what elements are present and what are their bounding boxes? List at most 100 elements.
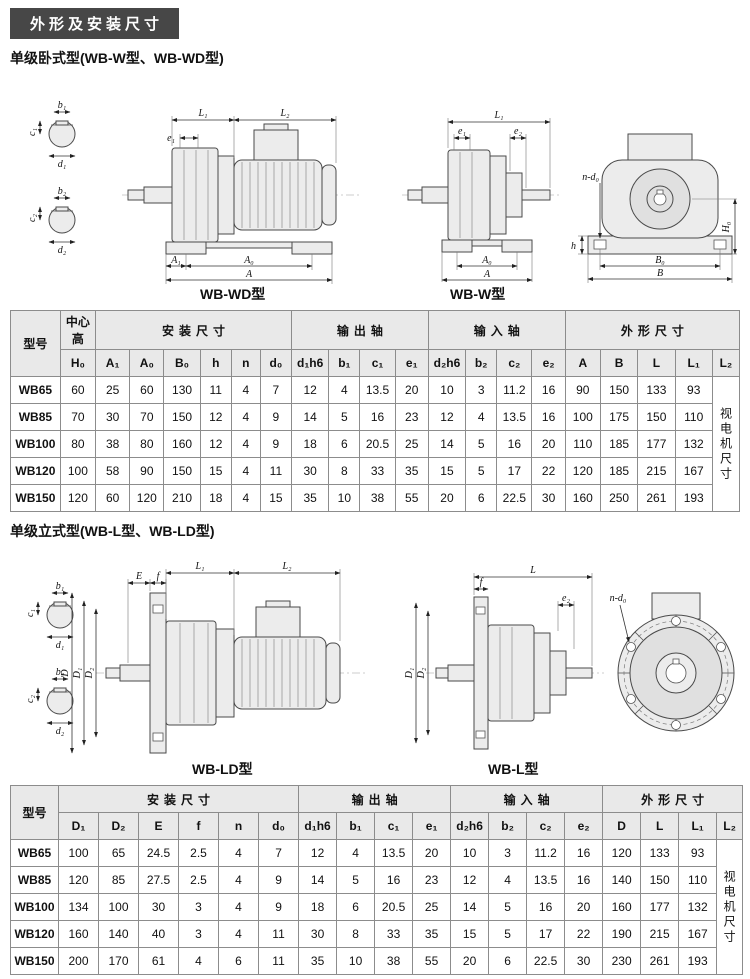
- column-header: L₂: [711, 349, 741, 377]
- column-header: c₂: [496, 349, 533, 377]
- value-cell: 160: [163, 430, 201, 458]
- value-cell: 130: [163, 376, 201, 404]
- value-cell: 4: [328, 376, 361, 404]
- value-cell: 160: [58, 920, 99, 948]
- value-cell: 5: [328, 403, 361, 431]
- l2-note-cell: 视电机尺寸: [711, 376, 741, 512]
- column-header: A₀: [129, 349, 165, 377]
- dim-e2-l: e₂: [562, 593, 570, 604]
- dim-A1: A₁: [170, 255, 181, 266]
- value-cell: 14: [427, 430, 467, 458]
- value-cell: 4: [218, 893, 259, 921]
- column-header: e₁: [412, 812, 452, 840]
- column-group-install-2: 安装尺寸: [57, 785, 300, 813]
- section-heading-vertical: 单级立式型(WB-L型、WB-LD型): [10, 523, 215, 539]
- wb-w-side-view: L₁ e₁ e₂ A₀ A: [402, 110, 562, 282]
- value-cell: 22: [531, 457, 566, 485]
- value-cell: 12: [290, 376, 330, 404]
- column-header: d₂h6: [450, 812, 490, 840]
- value-cell: 185: [599, 430, 639, 458]
- column-header: d₁h6: [298, 812, 338, 840]
- value-cell: 35: [412, 920, 452, 948]
- column-header: d₀: [257, 812, 300, 840]
- value-cell: 4: [336, 839, 376, 867]
- value-cell: 11: [199, 376, 232, 404]
- model-cell: WB120: [10, 457, 61, 485]
- column-header: c₁: [359, 349, 396, 377]
- value-cell: 120: [129, 484, 165, 512]
- value-cell: 4: [230, 403, 261, 431]
- value-cell: 175: [599, 403, 639, 431]
- column-header: b₁: [328, 349, 361, 377]
- value-cell: 110: [674, 403, 713, 431]
- value-cell: 10: [427, 376, 467, 404]
- column-header: b₂: [488, 812, 528, 840]
- value-cell: 150: [163, 403, 201, 431]
- value-cell: 132: [674, 430, 713, 458]
- value-cell: 12: [427, 403, 467, 431]
- value-cell: 190: [602, 920, 642, 948]
- horizontal-drawings-block: b₁ c₁ d₁ b₂ c₂ d₂: [10, 70, 740, 304]
- value-cell: 12: [199, 430, 232, 458]
- value-cell: 193: [678, 947, 718, 975]
- value-cell: 10: [336, 947, 376, 975]
- value-cell: 20.5: [359, 430, 396, 458]
- caption-wb-l: WB-L型: [488, 761, 539, 777]
- value-cell: 60: [95, 484, 131, 512]
- value-cell: 160: [602, 893, 642, 921]
- value-cell: 170: [98, 947, 139, 975]
- dim-B: B: [657, 268, 663, 279]
- horizontal-type-drawing: b₁ c₁ d₁ b₂ c₂ d₂: [27, 100, 737, 284]
- value-cell: 193: [674, 484, 713, 512]
- value-cell: 100: [58, 839, 99, 867]
- value-cell: 11: [259, 457, 292, 485]
- value-cell: 134: [58, 893, 99, 921]
- caption-wb-w: WB-W型: [450, 286, 506, 302]
- value-cell: 8: [328, 457, 361, 485]
- value-cell: 3: [488, 839, 528, 867]
- dim-c2-2: c₂: [25, 695, 36, 703]
- value-cell: 38: [95, 430, 131, 458]
- value-cell: 8: [336, 920, 376, 948]
- column-header: c₂: [526, 812, 566, 840]
- value-cell: 4: [178, 947, 219, 975]
- value-cell: 12: [199, 403, 232, 431]
- dim-L2-ld: L₂: [281, 561, 292, 572]
- column-header: b₁: [336, 812, 376, 840]
- model-cell: WB85: [10, 403, 61, 431]
- value-cell: 3: [465, 376, 498, 404]
- dim-D: D: [60, 669, 71, 678]
- dim-c1: c₁: [27, 128, 38, 136]
- value-cell: 13.5: [526, 866, 566, 894]
- drawing-captions-vertical: WB-LD型 WB-L型: [10, 759, 740, 779]
- value-cell: 85: [98, 866, 139, 894]
- column-header: L: [640, 812, 680, 840]
- dim-L1-w: L₁: [493, 110, 503, 121]
- dim-c2: c₂: [27, 214, 38, 222]
- value-cell: 110: [564, 430, 601, 458]
- value-cell: 20.5: [374, 893, 414, 921]
- dim-A0-w: A₀: [481, 255, 492, 266]
- dim-H0: H₀: [721, 221, 732, 233]
- column-header: n: [230, 349, 261, 377]
- column-group-install: 安装尺寸: [95, 310, 292, 350]
- value-cell: 61: [138, 947, 179, 975]
- value-cell: 261: [637, 484, 676, 512]
- value-cell: 16: [531, 376, 566, 404]
- value-cell: 167: [678, 920, 718, 948]
- value-cell: 15: [259, 484, 292, 512]
- model-cell: WB65: [10, 839, 59, 867]
- value-cell: 150: [637, 403, 676, 431]
- value-cell: 13.5: [359, 376, 396, 404]
- dim-c1-2: c₁: [25, 609, 36, 617]
- value-cell: 9: [257, 866, 300, 894]
- dim-nd0-2: n-d₀: [610, 593, 627, 604]
- page-title: 外形及安装尺寸: [10, 8, 180, 39]
- column-header: c₁: [374, 812, 414, 840]
- input-shaft-section-detail: b₂ c₂ d₂: [27, 186, 76, 256]
- value-cell: 22: [564, 920, 604, 948]
- value-cell: 6: [465, 484, 498, 512]
